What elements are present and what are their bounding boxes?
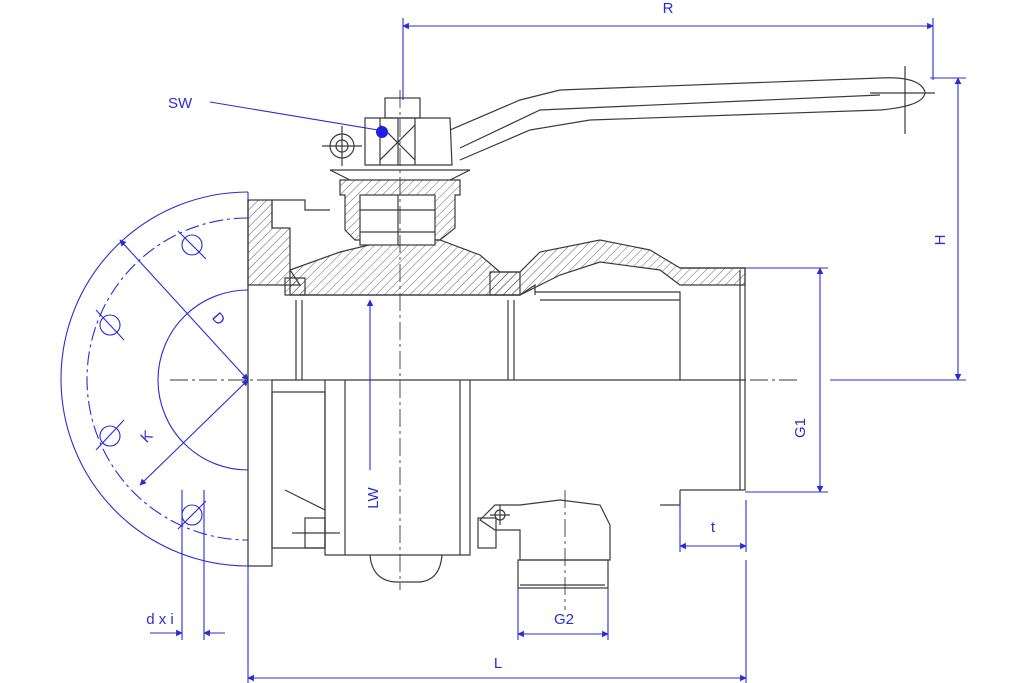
- label-L: L: [494, 655, 502, 672]
- bolt-hole: [99, 425, 121, 447]
- dimension-lines: [209, 18, 966, 683]
- label-K: K: [137, 427, 156, 446]
- label-LW: LW: [365, 486, 382, 508]
- flange-bolt-circle: [86, 217, 249, 541]
- label-H: H: [932, 235, 949, 246]
- flange-outer-circle: [60, 191, 249, 567]
- sw-marker-dot: [376, 126, 388, 138]
- dim-K-line: [139, 379, 249, 486]
- label-G2: G2: [554, 611, 574, 628]
- label-t: t: [711, 519, 716, 536]
- label-d-x-i: d x i: [146, 611, 174, 628]
- label-R: R: [663, 0, 674, 17]
- flange-view: [60, 191, 249, 640]
- valve-body: [247, 66, 935, 589]
- center-lines: [170, 90, 800, 610]
- label-D: D: [208, 309, 228, 329]
- dim-D-line: [119, 239, 249, 381]
- label-G1: G1: [792, 418, 809, 438]
- label-SW: SW: [168, 95, 193, 112]
